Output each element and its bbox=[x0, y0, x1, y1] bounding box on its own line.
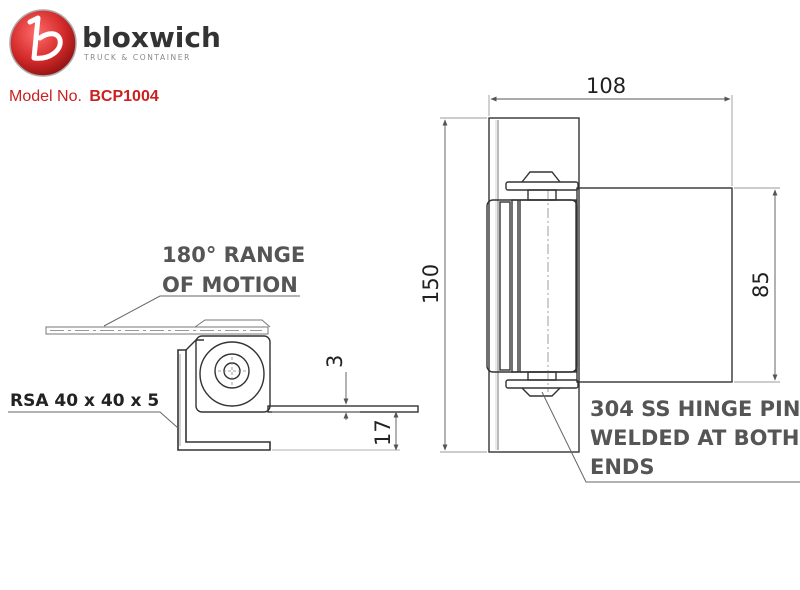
motion-label-line2: OF MOTION bbox=[162, 273, 298, 297]
model-number: BCP1004 bbox=[89, 88, 158, 105]
pin-label-line2: WELDED AT BOTH bbox=[590, 426, 799, 450]
front-leaf bbox=[576, 187, 733, 383]
knuckle-outer bbox=[199, 341, 265, 407]
b-logo-glyph bbox=[27, 15, 63, 61]
b-logo-icon bbox=[9, 9, 77, 77]
brand-logo: bloxwich TRUCK & CONTAINER bbox=[9, 9, 221, 77]
rsa-angle bbox=[177, 349, 271, 451]
motion-callout: 180° RANGE OF MOTION bbox=[103, 243, 305, 327]
front-dimensions bbox=[440, 95, 780, 453]
height-dimension: 150 bbox=[419, 264, 443, 304]
leaf-height-dimension: 85 bbox=[749, 271, 773, 298]
front-view bbox=[486, 117, 733, 453]
brand-tagline: TRUCK & CONTAINER bbox=[83, 53, 191, 62]
motion-leaf-outline bbox=[45, 326, 269, 335]
hinge-knuckle-body bbox=[195, 335, 271, 413]
pin-end-bottom bbox=[505, 379, 579, 389]
pin-end-top bbox=[505, 181, 579, 191]
knuckle-inner bbox=[214, 353, 250, 389]
motion-label-line1: 180° RANGE bbox=[162, 243, 305, 267]
pin-label-line1: 304 SS HINGE PIN bbox=[590, 397, 800, 421]
model-label: Model No. BCP1004 bbox=[9, 88, 159, 105]
front-plate bbox=[488, 117, 580, 453]
rsa-label: RSA 40 x 40 x 5 bbox=[10, 391, 159, 411]
flat-leaf bbox=[267, 405, 419, 413]
hinge-pin bbox=[223, 362, 241, 380]
pin-callout: 304 SS HINGE PIN WELDED AT BOTH ENDS bbox=[541, 391, 800, 483]
side-view bbox=[45, 319, 419, 451]
thickness-dimension: 3 bbox=[323, 355, 347, 368]
width-dimension: 108 bbox=[586, 74, 626, 98]
brand-name: bloxwich bbox=[82, 21, 221, 54]
offset-dimension: 17 bbox=[371, 419, 395, 446]
rsa-callout: RSA 40 x 40 x 5 bbox=[8, 391, 179, 429]
pin-label-line3: ENDS bbox=[590, 455, 654, 479]
